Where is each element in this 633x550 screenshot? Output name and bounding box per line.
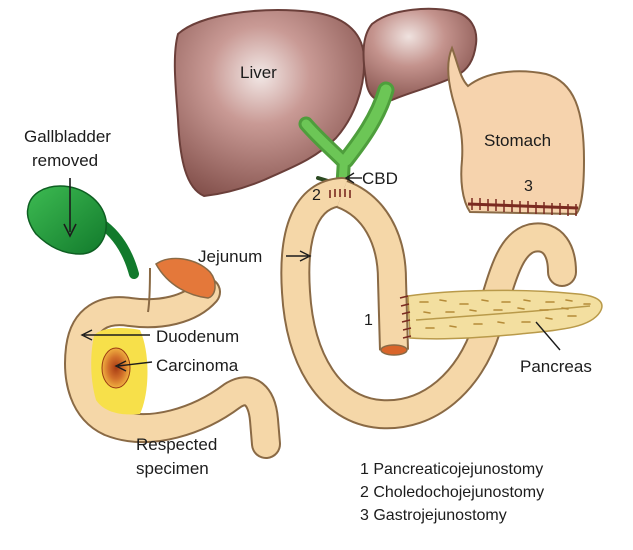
anastomosis-number-1: 1 (364, 312, 373, 329)
liver-left-lobe (173, 9, 366, 198)
carcinoma-label: Carcinoma (156, 356, 239, 375)
gallbladder-sac (26, 185, 107, 255)
gallbladder-label-line1: Gallbladder (24, 127, 111, 146)
pointer-labels: CBD Jejunum Pancreas (198, 169, 592, 376)
jejunum-label: Jejunum (198, 247, 262, 266)
anastomosis-number-2: 2 (312, 187, 321, 204)
liver: Liver (173, 7, 478, 198)
suture-marks (329, 189, 412, 339)
cbd-label: CBD (362, 169, 398, 188)
pancreatic-anastomosis-sutures (399, 295, 412, 339)
legend: 1 Pancreaticojejunostomy 2 Choledochojej… (360, 461, 544, 524)
legend-item-1: 1 Pancreaticojejunostomy (360, 461, 543, 478)
legend-item-3: 3 Gastrojejunostomy (360, 507, 507, 524)
stomach: Stomach 3 (447, 45, 586, 216)
pancreas (407, 289, 603, 340)
liver-label: Liver (240, 63, 277, 82)
jejunum-cut-end (380, 344, 408, 356)
stomach-label: Stomach (484, 131, 551, 150)
duodenum-label: Duodenum (156, 327, 239, 346)
jejunum-loop (280, 177, 577, 430)
pancreas-texture (419, 299, 591, 329)
legend-item-2: 2 Choledochojejunostomy (360, 484, 544, 501)
carcinoma-mass (101, 347, 131, 389)
cbd-anastomosis-sutures (329, 189, 351, 198)
pancreas-pointer-line (535, 321, 561, 351)
gallbladder: Gallbladder removed (24, 127, 139, 279)
carcinoma-arrow (117, 361, 153, 367)
specimen-label-line1: Respected (136, 435, 217, 454)
gallbladder-label-line2: removed (32, 151, 98, 170)
stomach-body (447, 45, 586, 216)
specimen-label-line2: specimen (136, 459, 209, 478)
resected-specimen: Duodenum Carcinoma Respected specimen (64, 257, 281, 478)
anastomosis-number-3: 3 (524, 178, 533, 195)
pancreas-label: Pancreas (520, 357, 592, 376)
specimen-cut-end (155, 257, 216, 299)
pancreas-body (407, 289, 603, 340)
